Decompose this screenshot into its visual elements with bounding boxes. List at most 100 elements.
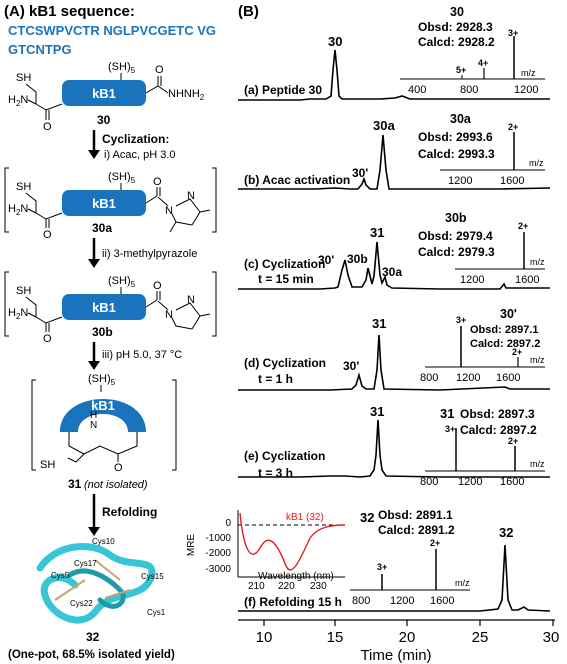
trace-e — [238, 419, 550, 478]
trace-a — [238, 49, 550, 101]
pyrazole-n2: N — [187, 294, 195, 306]
trace-b-label: (b) Acac activation — [244, 173, 350, 187]
compound-31-label: 31 — [68, 477, 82, 491]
pyrazole-n2: N — [187, 190, 195, 202]
ms-inset-32: 32 Obsd: 2891.1 Calcd: 2891.2 3+ 2+ m/z … — [350, 508, 470, 607]
step-iii: iii) pH 5.0, 37 °C — [102, 349, 182, 361]
ms-charge-2: 2+ — [518, 221, 528, 231]
cys15-label: Cys15 — [141, 572, 164, 581]
ms-compound: 30 — [450, 5, 464, 19]
ms-compound: 31 — [440, 406, 454, 421]
trace-c-label: (c) Cyclization — [244, 257, 325, 271]
kb1-label: kB1 — [91, 398, 115, 413]
panel-b: (B) (a) Peptide 30 30 (b) Acac activatio… — [186, 3, 559, 664]
ms-obsd: Obsd: 2897.3 — [460, 407, 535, 421]
compound-30a-label: 30a — [92, 221, 112, 235]
ms-obsd: Obsd: 2993.6 — [418, 130, 493, 144]
ms-tick: 1600 — [430, 595, 454, 607]
hydrazide-o: O — [155, 64, 164, 76]
ribbon-inner — [67, 568, 126, 609]
amide-o: O — [114, 462, 123, 474]
panel-a-title: (A) kB1 sequence: — [4, 3, 135, 20]
sh-label: SH — [16, 72, 31, 84]
ms-unit: m/z — [521, 68, 536, 78]
kb1-label: kB1 — [92, 196, 116, 211]
cd-xtick: 230 — [310, 581, 327, 592]
trace-e-label: (e) Cyclization — [244, 449, 325, 463]
ms-compound: 30a — [450, 112, 472, 126]
ms-tick: 400 — [408, 84, 426, 96]
carbonyl-o: O — [43, 229, 52, 241]
kb1-box — [62, 190, 146, 216]
ms-tick: 1200 — [456, 372, 480, 384]
acyl-o: O — [153, 280, 162, 292]
ms-calcd: Calcd: 2928.2 — [418, 35, 495, 49]
ms-tick: 1600 — [496, 372, 520, 384]
x-axis: 10 15 20 25 30 Time (min) — [238, 619, 559, 664]
ms-obsd: Obsd: 2979.4 — [418, 229, 493, 243]
pyrazole-n1: N — [165, 205, 173, 217]
trace-c-peak-30b: 30b — [347, 252, 368, 266]
trace-c-time: t = 15 min — [258, 272, 314, 286]
cd-ytick: -2000 — [205, 548, 231, 559]
pyrazole-n1: N — [165, 309, 173, 321]
ms-charge-4: 4+ — [478, 58, 488, 68]
sh-label: SH — [16, 285, 31, 297]
ms-tick: 1200 — [390, 595, 414, 607]
structure-30b: (SH)5 kB1 SH H2N O O N N 30b — [4, 271, 217, 345]
trace-f — [238, 544, 551, 612]
ms-tick: 800 — [460, 84, 478, 96]
x-tick-15: 15 — [327, 629, 344, 646]
ms-calcd: Calcd: 2979.3 — [418, 245, 495, 259]
ms-charge-3: 3+ — [445, 424, 455, 434]
cd-xlabel: Wavelength (nm) — [258, 571, 334, 582]
hydrazide-label: NHNH2 — [168, 88, 205, 102]
cd-xtick: 220 — [278, 581, 295, 592]
ms-charge-5: 5+ — [456, 65, 466, 75]
step-cyclization: Cyclization: — [102, 132, 169, 146]
ms-calcd: Calcd: 2897.2 — [470, 338, 540, 350]
ms-obsd: Obsd: 2928.3 — [418, 20, 493, 34]
ms-obsd: Obsd: 2891.1 — [378, 508, 453, 522]
ms-tick: 800 — [420, 476, 438, 488]
trace-f-peak-32: 32 — [499, 525, 513, 540]
ms-tick: 1600 — [500, 175, 524, 187]
trace-d-peak-31: 31 — [372, 316, 386, 331]
trace-b — [238, 134, 551, 190]
cys17-label: Cys17 — [74, 559, 97, 568]
h2n-label: H2N — [8, 203, 28, 217]
step-refolding: Refolding — [102, 505, 157, 519]
ms-inset-31: 31 Obsd: 2897.3 Calcd: 2897.2 3+ 2+ m/z … — [420, 406, 545, 488]
ms-tick: 1600 — [500, 476, 524, 488]
ms-unit: m/z — [455, 578, 470, 588]
cd-ytick: -3000 — [205, 564, 231, 575]
trace-d-label: (d) Cyclization — [244, 356, 326, 370]
sh5-label: (SH)5 — [108, 171, 136, 185]
x-axis-label: Time (min) — [360, 647, 431, 664]
kb1-arc — [60, 399, 146, 432]
cd-legend: kB1 (32) — [286, 512, 324, 523]
kb1-box — [62, 294, 146, 320]
x-tick-20: 20 — [399, 629, 416, 646]
traces — [238, 49, 551, 612]
not-isolated-note: (not isolated) — [84, 479, 148, 491]
ms-compound: 32 — [360, 510, 374, 525]
ms-inset-30: 30 Obsd: 2928.3 Calcd: 2928.2 3+ 4+ 5+ m… — [400, 5, 545, 96]
cd-ylabel: MRE — [186, 534, 197, 557]
kb1-box — [62, 80, 146, 106]
h2n-label: H2N — [8, 94, 28, 108]
sequence-line-1: CTCSWPVCTR NGLPVCGETC VG — [8, 23, 216, 38]
ms-calcd: Calcd: 2891.2 — [378, 523, 455, 537]
step-ii: ii) 3-methylpyrazole — [102, 248, 197, 260]
ms-tick: 1200 — [448, 175, 472, 187]
ms-inset-30b: 30b Obsd: 2979.4 Calcd: 2979.3 2+ m/z 12… — [418, 211, 545, 286]
compound-30b-label: 30b — [92, 325, 113, 339]
ms-calcd: Calcd: 2897.2 — [460, 423, 537, 437]
trace-c-peak-30a: 30a — [382, 265, 402, 279]
cys5-label: Cys5 — [51, 571, 70, 580]
ms-tick: 800 — [352, 595, 370, 607]
ms-charge-2: 2+ — [508, 122, 518, 132]
panel-b-title: (B) — [238, 3, 259, 20]
compound-32-label: 32 — [86, 630, 100, 644]
